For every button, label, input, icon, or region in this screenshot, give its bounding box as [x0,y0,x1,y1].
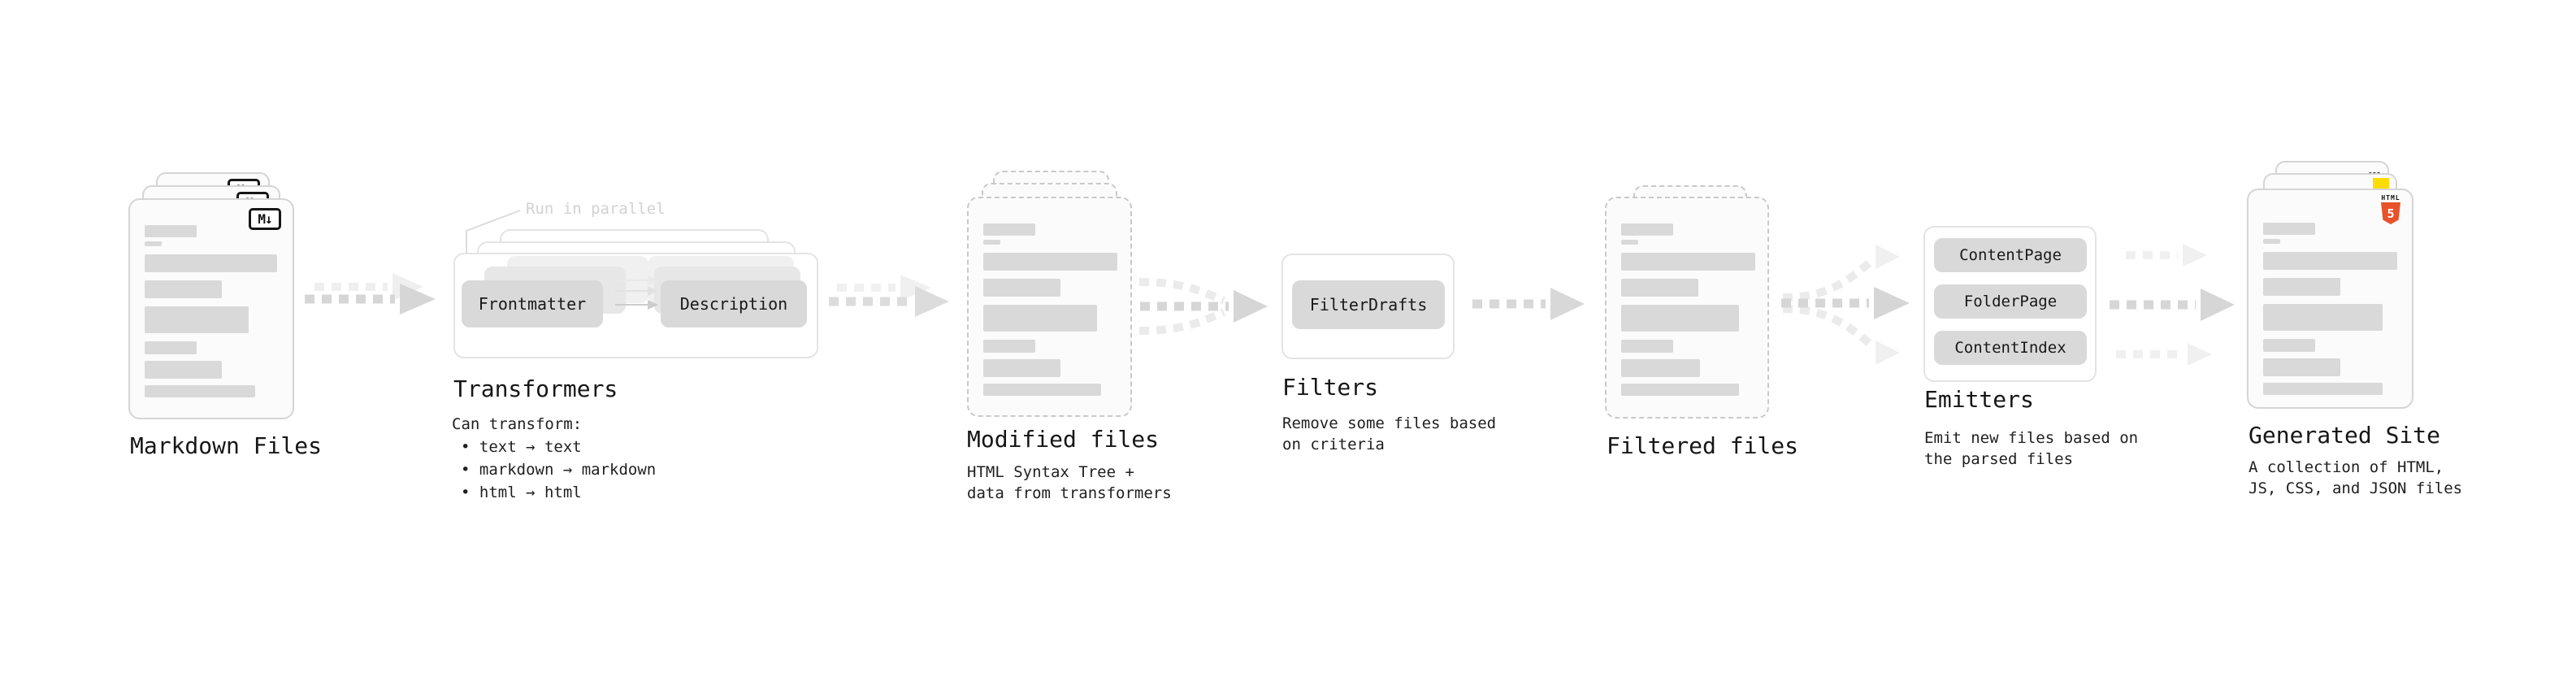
doc-placeholder-lines [145,225,277,397]
markdown-icon: M↓ [249,208,281,230]
stage-title: Filtered files [1607,432,1799,459]
content-page-node: ContentPage [1934,238,2087,272]
arrow-transformers-to-modified [829,275,949,317]
desc-bullet: • markdown → markdown [461,461,657,479]
desc-line: on criteria [1282,436,1385,453]
stage-emitters: ContentPage FolderPage ContentIndex Emit… [1923,226,2167,478]
folder-page-node: FolderPage [1934,284,2087,319]
stage-description: Can transform: • text → text • markdown … [452,413,656,504]
desc-line: the parsed files [1924,450,2074,468]
stage-title: Transformers [453,375,618,402]
stage-title: Emitters [1924,386,2034,413]
stage-modified-files: Modified files HTML Syntax Tree + data f… [965,171,1177,512]
stage-description: A collection of HTML, JS, CSS, and JSON … [2249,457,2462,499]
doc-card-front: HTML 5 [2247,189,2413,409]
doc-card-front: M↓ [128,198,294,419]
doc-placeholder-lines [983,223,1117,396]
desc-bullet: • text → text [461,438,582,456]
stage-description: HTML Syntax Tree + data from transformer… [967,462,1172,504]
desc-line: data from transformers [967,484,1172,502]
html5-wordmark: HTML [2381,194,2400,202]
desc-line: Can transform: [452,415,583,433]
stage-generated-site: CSS HTML 5 Generated Site [2247,161,2491,502]
stage-title: Markdown Files [130,432,323,459]
doc-placeholder-lines [1621,223,1755,396]
desc-line: Remove some files based [1282,414,1497,432]
desc-bullet: • html → html [461,484,582,501]
stage-title: Generated Site [2249,422,2441,449]
desc-line: A collection of HTML, [2249,458,2444,476]
stage-filtered-files: Filtered files [1605,185,1816,478]
frontmatter-node: Frontmatter [462,280,603,327]
desc-line: Emit new files based on [1924,429,2139,447]
doc-card-front [967,197,1132,417]
stage-transformers: Run in parallel Frontmatter Description … [451,195,833,512]
desc-line: HTML Syntax Tree + [967,463,1134,481]
stage-filters: FilterDrafts Filters Remove some files b… [1281,254,1525,465]
stage-description: Remove some files based on criteria [1282,413,1496,455]
js-icon [2373,178,2389,189]
content-index-node: ContentIndex [1934,331,2087,365]
description-node: Description [661,280,807,327]
filter-drafts-node: FilterDrafts [1292,280,1445,329]
desc-line: JS, CSS, and JSON files [2249,479,2463,497]
stage-title: Modified files [967,426,1160,453]
run-in-parallel-note: Run in parallel [526,200,666,218]
doc-placeholder-lines [2263,223,2397,395]
doc-card-front [1605,197,1769,419]
stage-description: Emit new files based on the parsed files [1924,427,2138,470]
html5-icon: HTML 5 [2380,194,2401,224]
stage-markdown-files: M↓ M↓ M↓ Markdown Files [128,161,340,470]
html5-number: 5 [2387,206,2395,221]
stage-title: Filters [1282,374,1379,401]
